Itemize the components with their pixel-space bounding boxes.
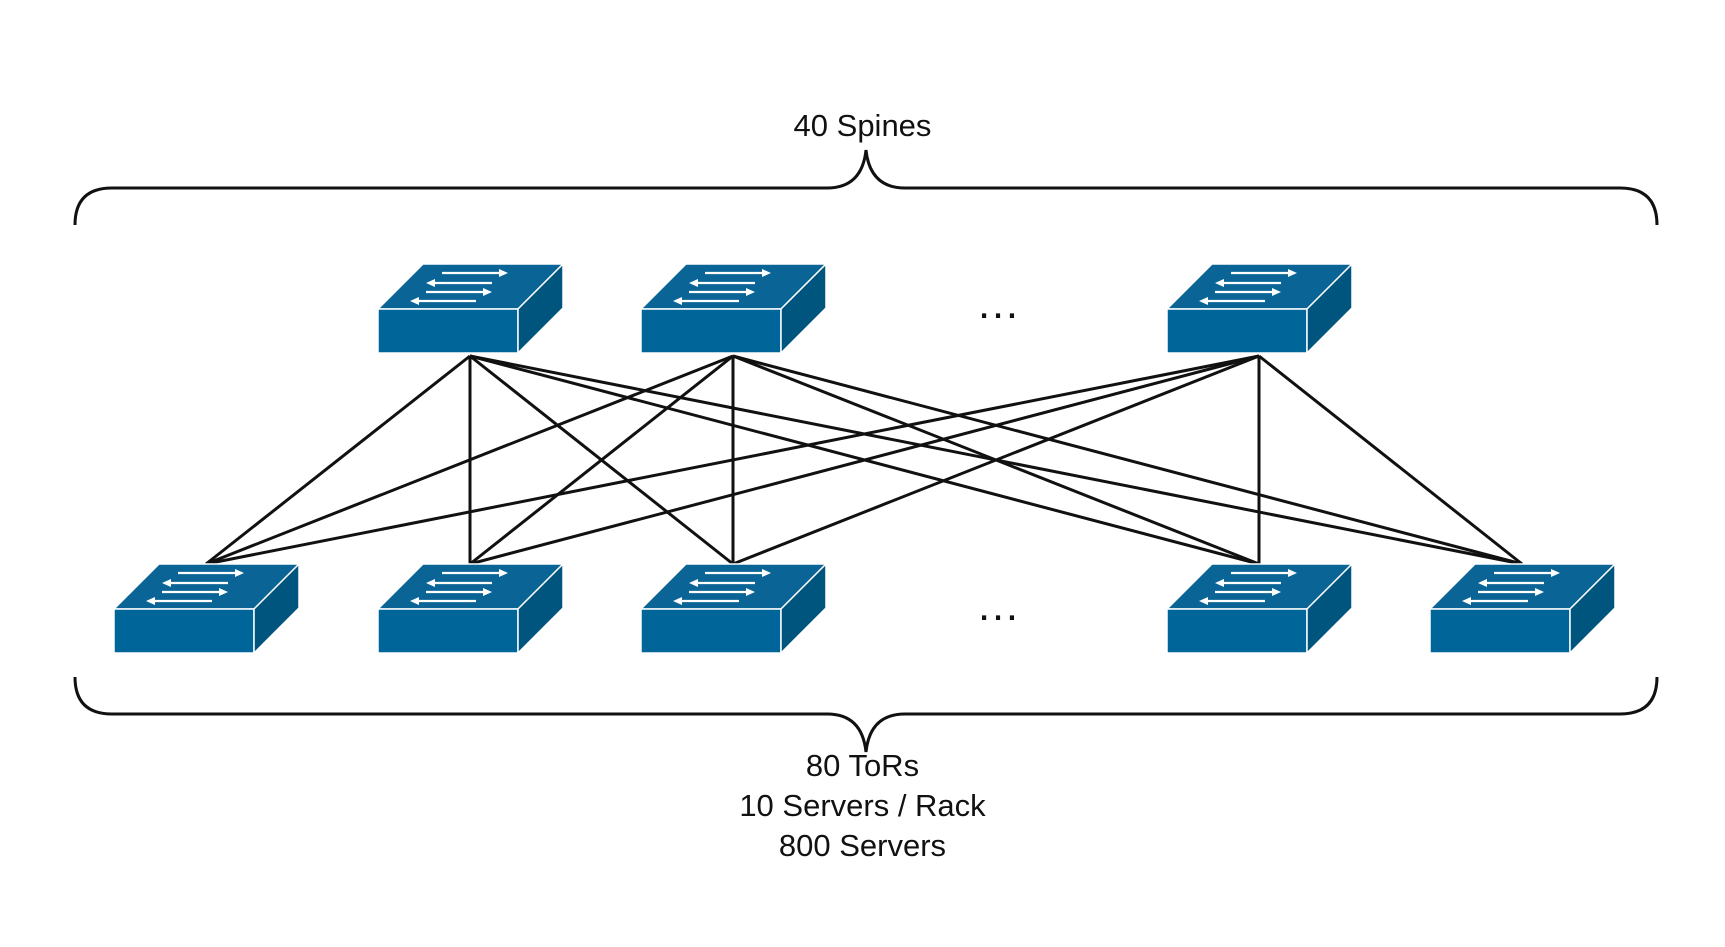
link-spine-2-tor-n bbox=[732, 354, 1523, 566]
switch-side-face bbox=[517, 262, 564, 355]
switch-side-face bbox=[780, 262, 827, 355]
spine-count-label: 40 Spines bbox=[793, 108, 932, 143]
switch-side-face bbox=[780, 562, 827, 655]
switch-front-face bbox=[377, 608, 519, 654]
switch-front-face bbox=[377, 308, 519, 354]
switch-side-face bbox=[1306, 562, 1353, 655]
switch-front-face bbox=[113, 608, 255, 654]
tor-count-label: 80 ToRs bbox=[805, 748, 920, 783]
network-switch-icon bbox=[410, 269, 508, 305]
link-spine-n-tor-3 bbox=[732, 354, 1260, 566]
link-spine-2-tor-1 bbox=[205, 354, 734, 566]
network-switch-icon bbox=[673, 269, 771, 305]
spine-switch-spine-2[interactable] bbox=[639, 262, 828, 355]
tor-brace bbox=[73, 676, 1659, 753]
spine-ellipsis: … bbox=[976, 279, 1020, 328]
spine-switch-spine-n[interactable] bbox=[1165, 262, 1354, 355]
spine-brace bbox=[73, 149, 1659, 226]
tor-switch-tor-1[interactable] bbox=[112, 562, 301, 655]
link-spine-1-tor-1 bbox=[205, 354, 471, 566]
network-switch-icon bbox=[1199, 269, 1297, 305]
spine-switch-spine-1[interactable] bbox=[376, 262, 565, 355]
links bbox=[205, 354, 1523, 566]
tor-ellipsis: … bbox=[976, 581, 1020, 630]
link-spine-n-tor-n bbox=[1258, 354, 1523, 566]
switches bbox=[112, 262, 1617, 655]
tor-switch-tor-n[interactable] bbox=[1428, 562, 1617, 655]
switch-front-face bbox=[1166, 608, 1308, 654]
link-spine-2-tor-2 bbox=[469, 354, 734, 566]
switch-front-face bbox=[1166, 308, 1308, 354]
switch-side-face bbox=[253, 562, 300, 655]
network-switch-icon bbox=[410, 569, 508, 605]
switch-front-face bbox=[640, 308, 782, 354]
switch-side-face bbox=[1306, 262, 1353, 355]
link-spine-n-tor-2 bbox=[469, 354, 1260, 566]
switch-front-face bbox=[640, 608, 782, 654]
network-switch-icon bbox=[1199, 569, 1297, 605]
network-switch-icon bbox=[673, 569, 771, 605]
tor-switch-tor-n-1[interactable] bbox=[1165, 562, 1354, 655]
tor-switch-tor-3[interactable] bbox=[639, 562, 828, 655]
network-switch-icon bbox=[146, 569, 244, 605]
switch-side-face bbox=[1569, 562, 1616, 655]
switch-side-face bbox=[517, 562, 564, 655]
servers-per-rack-label: 10 Servers / Rack bbox=[739, 788, 986, 823]
link-spine-n-tor-1 bbox=[205, 354, 1260, 566]
switch-front-face bbox=[1429, 608, 1571, 654]
network-switch-icon bbox=[1462, 569, 1560, 605]
servers-total-label: 800 Servers bbox=[778, 828, 947, 863]
tor-switch-tor-2[interactable] bbox=[376, 562, 565, 655]
